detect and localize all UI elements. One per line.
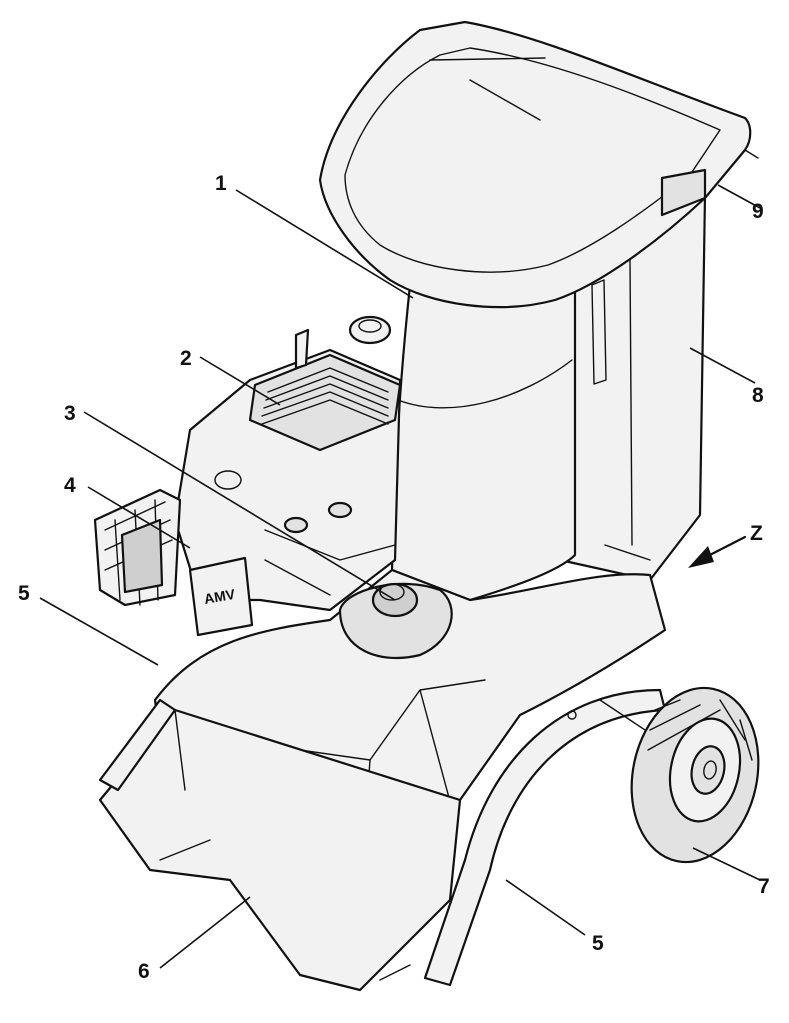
- callout-1: 1: [215, 172, 227, 195]
- hopper-lid: [318, 20, 759, 309]
- leader-1: [235, 189, 414, 299]
- leader-4: [87, 486, 191, 549]
- leader-5a: [39, 597, 159, 666]
- callout-7: 7: [758, 875, 770, 898]
- frame-rails: [98, 688, 667, 987]
- engine-control-box: AMV: [188, 556, 254, 637]
- engine: [173, 315, 402, 612]
- leader-7: [692, 847, 761, 881]
- callout-5-right: 5: [592, 932, 604, 955]
- leader-lines: [39, 184, 761, 969]
- wheel: [630, 686, 760, 864]
- leader-5b: [505, 879, 586, 936]
- callout-9: 9: [752, 200, 764, 223]
- leader-3: [83, 411, 396, 601]
- leader-9: [717, 184, 761, 209]
- callout-4: 4: [64, 474, 76, 497]
- leader-6: [159, 896, 251, 969]
- callout-8: 8: [752, 384, 764, 407]
- callout-5-left: 5: [18, 582, 30, 605]
- engine-label-text: AMV: [203, 586, 237, 607]
- leader-8: [689, 347, 756, 384]
- air-filter-grille: [261, 367, 389, 425]
- callout-3: 3: [64, 402, 76, 425]
- callout-2: 2: [180, 347, 192, 370]
- callout-labels: 1 2 3 4 5 5 6 7 8 9 Z: [18, 172, 770, 983]
- callout-6: 6: [138, 960, 150, 983]
- view-direction-arrow: [688, 535, 747, 568]
- leader-2: [199, 356, 281, 406]
- muffler-guard: [93, 488, 182, 607]
- feed-chute: [98, 708, 462, 992]
- callout-z: Z: [750, 522, 763, 545]
- hopper-neck: [390, 268, 577, 602]
